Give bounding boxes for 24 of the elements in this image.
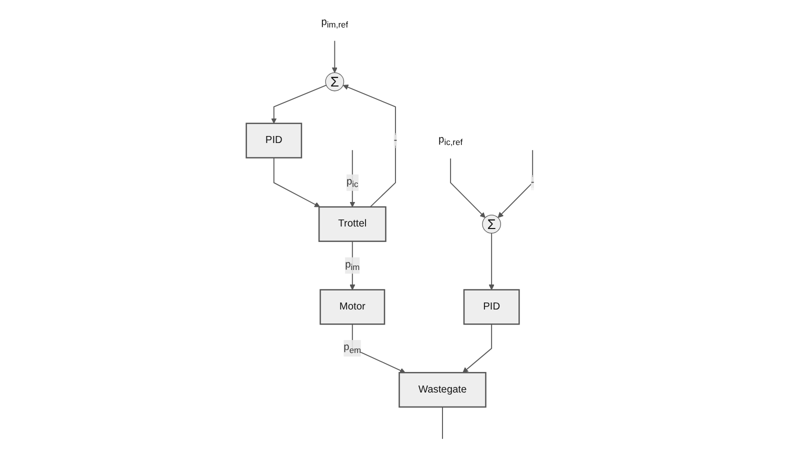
arrow: [488, 232, 494, 290]
edge-label: -: [530, 176, 534, 188]
node-text: p$_{im,ref}$: [321, 16, 348, 30]
node-box: Trottel: [318, 206, 386, 242]
connector: [442, 406, 443, 440]
node-circle: Σ: [482, 214, 501, 234]
arrow: [450, 158, 486, 218]
arrow: [273, 157, 320, 208]
arrow: [462, 324, 492, 373]
node-box: Motor: [320, 289, 386, 325]
edge-label: p$_{im}$: [345, 259, 360, 272]
node-box: Wastegate: [398, 372, 486, 408]
arrow: [271, 84, 327, 124]
edge-label: -: [394, 134, 398, 146]
node-circle: Σ: [325, 72, 344, 92]
node-box: PID: [246, 122, 302, 158]
arrow: [352, 324, 406, 374]
node-text: p$_{ic,ref}$: [438, 134, 463, 147]
edge-label: p$_{em}$: [344, 342, 362, 355]
edge-label: p$_{ic}$: [346, 176, 358, 190]
arrow: [342, 84, 396, 208]
arrow: [350, 150, 356, 208]
node-box: PID: [463, 289, 520, 325]
arrow: [332, 40, 338, 73]
